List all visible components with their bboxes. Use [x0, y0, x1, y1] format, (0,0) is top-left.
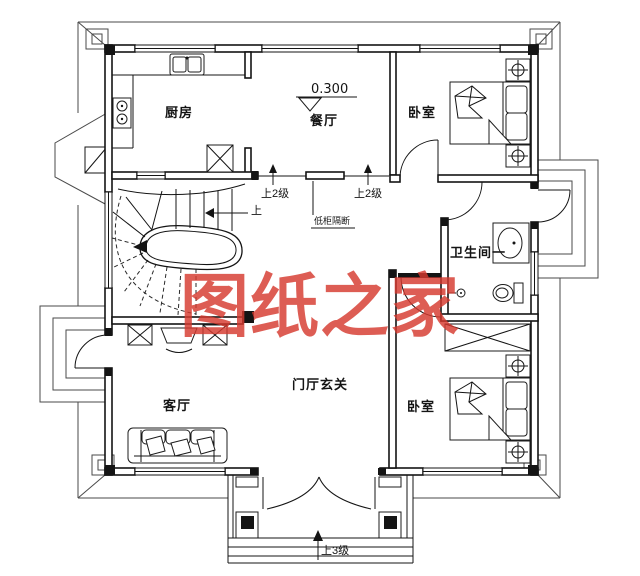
- wardrobe: [444, 323, 531, 352]
- living-window: [134, 467, 226, 476]
- doors: [74, 139, 571, 510]
- porch-column: [378, 511, 402, 539]
- tv-icon: [160, 327, 198, 353]
- side-terrace-steps: [538, 159, 599, 279]
- left-side-door: [74, 334, 109, 369]
- bedroom-top-window: [419, 44, 501, 53]
- stair-up-arrow: [205, 208, 248, 218]
- right-side-door: [537, 189, 571, 223]
- structural-columns: [105, 45, 538, 475]
- stair-up-label: 上: [251, 205, 262, 217]
- chimney-bay: [54, 112, 108, 206]
- hall-corridor-door: [398, 273, 442, 318]
- steps-2-left-marker: [258, 164, 306, 185]
- entry-steps: [227, 530, 414, 564]
- kitchen-window: [134, 44, 216, 53]
- tv-cabinet: [127, 324, 228, 353]
- living-label: 客厅: [163, 398, 192, 413]
- stove: [112, 97, 132, 129]
- bedroom-bottom-label: 卧室: [407, 399, 436, 414]
- steps-2-left-label: 上2级: [261, 188, 290, 200]
- watermark: 图纸之家: [180, 266, 460, 347]
- nightstand: [505, 354, 531, 378]
- dining-label: 餐厅: [310, 113, 339, 128]
- bathroom-label: 卫生间一: [450, 245, 507, 260]
- kitchen-sink: [169, 53, 205, 76]
- stairwell-window: [104, 191, 113, 289]
- stair-turn-arrow: [133, 240, 147, 253]
- wash-basin: [492, 222, 530, 264]
- sofa: [127, 427, 228, 464]
- toilet: [492, 282, 524, 304]
- nightstand: [505, 58, 531, 82]
- low-cabinet-partition: [305, 171, 345, 180]
- roof-eave-outline: [39, 21, 599, 499]
- bedroom-top-door: [399, 139, 439, 179]
- kitchen-label: 厨房: [165, 105, 194, 120]
- hall-label: 门厅玄关: [292, 377, 349, 392]
- flue-shaft: [206, 144, 234, 173]
- partition-leader: [311, 181, 355, 229]
- windows: [104, 44, 539, 476]
- steps-2-right-label: 上2级: [354, 188, 383, 200]
- dining-window: [261, 44, 359, 53]
- entrance-porch: [227, 475, 414, 564]
- bed-bottom: [449, 377, 531, 441]
- partition-label: 低柜隔断: [314, 216, 351, 226]
- elevation-marker: [296, 96, 357, 112]
- shower-head: [448, 288, 466, 298]
- entrance-double-door: [262, 476, 376, 510]
- porch-column: [235, 511, 259, 539]
- kitchen-pass-opening: [136, 171, 166, 180]
- bathroom-window: [530, 251, 539, 296]
- nightstand: [505, 440, 531, 464]
- bed-top: [449, 81, 531, 145]
- entry-steps-label: 上3级: [321, 545, 350, 557]
- nightstand: [505, 144, 531, 168]
- interior-walls: [111, 51, 539, 469]
- left-porch-steps: [39, 305, 107, 403]
- bedroom-bottom-window: [422, 467, 503, 476]
- steps-2-right-marker: [344, 164, 389, 185]
- bedroom-top-label: 卧室: [408, 105, 437, 120]
- spiral-staircase: [111, 183, 248, 316]
- bathroom-door: [443, 181, 483, 221]
- elevation-label: 0.300: [311, 82, 349, 97]
